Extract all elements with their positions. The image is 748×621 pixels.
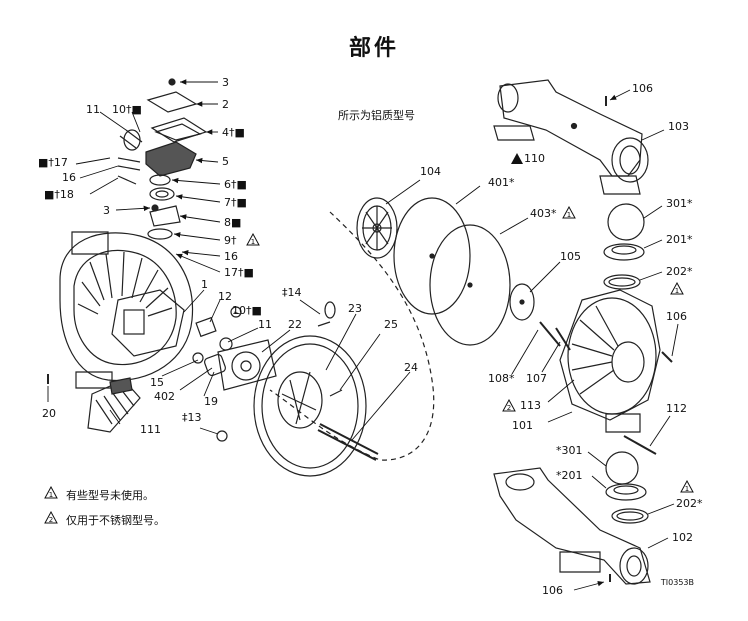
leader-lines (47, 79, 679, 591)
note-1-marker-202-bottom: 1 (680, 480, 694, 493)
callout-17-right: 17†■ (224, 266, 254, 279)
fluid-cover-center (253, 211, 435, 477)
fluid-cover-right (559, 289, 673, 455)
figure-id: TI0353B (660, 578, 694, 587)
callout-6: 6†■ (224, 178, 247, 191)
outlet-manifold (493, 79, 649, 195)
svg-text:1: 1 (685, 485, 689, 493)
callout-110: 110 (524, 152, 545, 165)
callout-1: 1 (201, 278, 208, 291)
callout-403: 403* (530, 207, 557, 220)
svg-text:1: 1 (251, 238, 255, 246)
callout-24: 24 (404, 361, 418, 374)
note-1-text: 有些型号未使用。 (66, 489, 154, 502)
callout-5: 5 (222, 155, 229, 168)
callout-108: 108* (488, 372, 515, 385)
callout-10-top: 10†■ (112, 103, 142, 116)
callout-8: 8■ (224, 216, 242, 229)
callout-16-right: 16 (224, 250, 238, 263)
air-motor-housing (59, 231, 194, 389)
callout-202-top: 202* (666, 265, 693, 278)
svg-text:2: 2 (49, 516, 53, 524)
page-title: 部件 (348, 36, 399, 61)
callout-106-bottom: 106 (542, 584, 563, 597)
callout-14: ‡14 (282, 286, 302, 299)
callout-20: 20 (42, 407, 56, 420)
callout-202-bottom: 202* (676, 497, 703, 510)
callout-15: 15 (150, 376, 164, 389)
svg-text:1: 1 (49, 491, 53, 499)
diaphragm-set (356, 197, 571, 351)
callout-12: 12 (218, 290, 232, 303)
note-1-marker: 1 (246, 233, 260, 246)
note-1-legend-marker: 1 (44, 486, 58, 499)
muffler-and-fittings (47, 306, 277, 442)
callout-3-lower: 3 (103, 204, 110, 217)
note-1-marker-403: 1 (562, 206, 576, 219)
callout-23: 23 (348, 302, 362, 315)
callout-402: 402 (154, 390, 175, 403)
callout-101: 101 (512, 419, 533, 432)
callout-113: 113 (520, 399, 541, 412)
callout-17-left: ■†17 (38, 156, 68, 169)
callout-401: 401* (488, 176, 515, 189)
callout-22: 22 (288, 318, 302, 331)
svg-text:2: 2 (507, 404, 511, 412)
inlet-manifold (493, 467, 651, 585)
callout-104: 104 (420, 165, 441, 178)
callout-106-mid: 106 (666, 310, 687, 323)
note-2-text: 仅用于不锈钢型号。 (66, 514, 165, 527)
callout-112: 112 (666, 402, 687, 415)
svg-text:1: 1 (567, 211, 571, 219)
diagram-subtitle: 所示为铝质型号 (338, 109, 415, 122)
callout-102: 102 (672, 531, 693, 544)
callout-301-top: 301* (666, 197, 693, 210)
air-valve-stack (117, 78, 208, 240)
note-1-marker-202: 1 (670, 282, 684, 295)
callout-16-left: 16 (62, 171, 76, 184)
svg-text:1: 1 (675, 287, 679, 295)
callout-11-top: 11 (86, 103, 100, 116)
callout-111: 111 (140, 423, 161, 436)
callout-103: 103 (668, 120, 689, 133)
filled-triangle-marker (511, 153, 523, 164)
note-2-legend-marker: 2 (44, 511, 58, 524)
callout-105: 105 (560, 250, 581, 263)
callout-19: 19 (204, 395, 218, 408)
callout-4: 4†■ (222, 126, 245, 139)
callout-106-top: 106 (632, 82, 653, 95)
callout-13: ‡13 (182, 411, 202, 424)
callout-7: 7†■ (224, 196, 247, 209)
callout-9: 9† (224, 234, 237, 247)
callout-11-mid: 11 (258, 318, 272, 331)
callout-2: 2 (222, 98, 229, 111)
note-2-marker: 2 (502, 399, 516, 412)
callout-3: 3 (222, 76, 229, 89)
check-valve-parts (603, 203, 649, 524)
callout-10-mid: 10†■ (232, 304, 262, 317)
callout-107: 107 (526, 372, 547, 385)
callout-18: ■†18 (44, 188, 74, 201)
callout-201-bottom: *201 (556, 469, 583, 482)
callout-25: 25 (384, 318, 398, 331)
callout-301-bottom: *301 (556, 444, 583, 457)
callout-201-top: 201* (666, 233, 693, 246)
